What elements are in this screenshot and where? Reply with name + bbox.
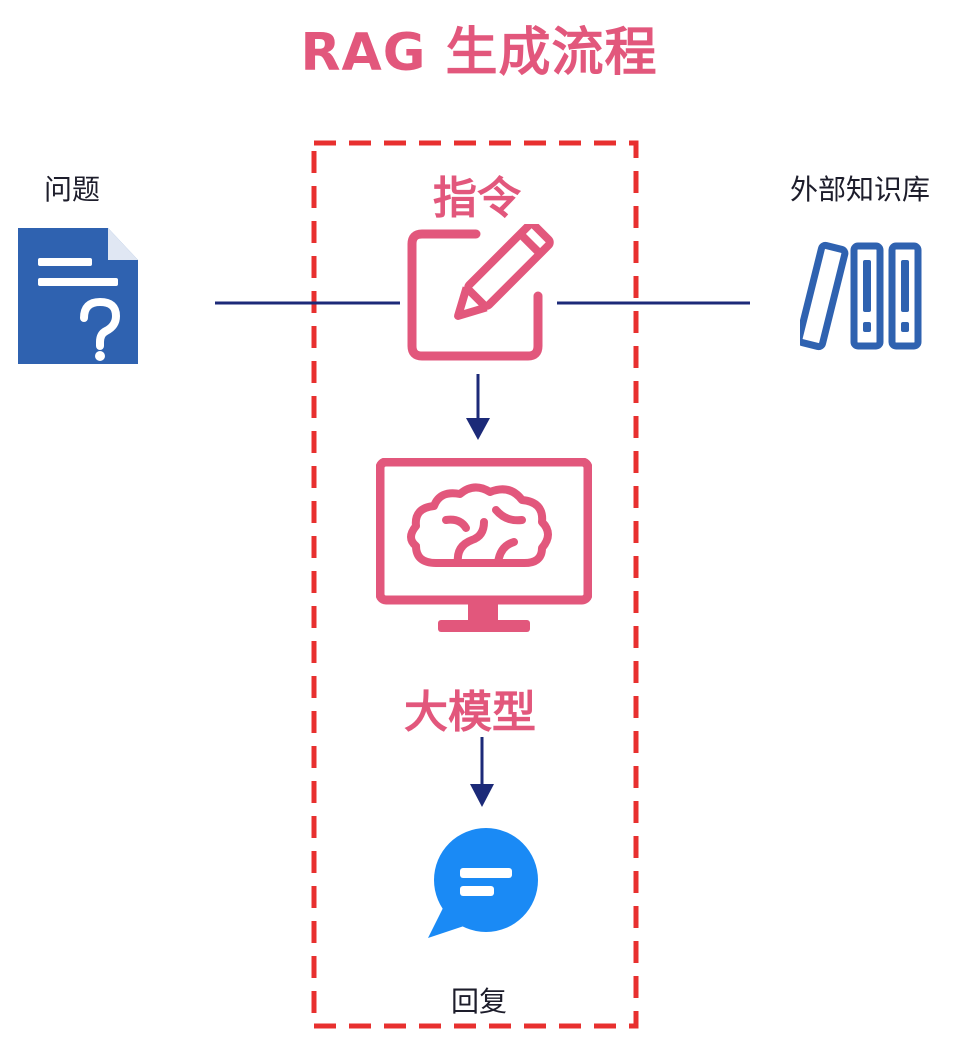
knowledge-label: 外部知识库 <box>790 173 931 206</box>
instruction-to-model-arrow <box>466 374 490 440</box>
question-label: 问题 <box>44 173 101 206</box>
monitor-brain-icon <box>376 458 592 632</box>
reply-label: 回复 <box>451 985 508 1018</box>
edit-pencil-icon <box>407 224 554 361</box>
brain-icon <box>407 483 552 568</box>
model-to-reply-arrow <box>470 737 494 807</box>
chat-bubble-icon <box>428 828 538 938</box>
question-document-icon <box>18 228 138 364</box>
instruction-label: 指令 <box>433 173 521 224</box>
model-label: 大模型 <box>404 687 536 738</box>
diagram-title: RAG 生成流程 <box>300 23 658 83</box>
books-icon <box>800 241 922 351</box>
